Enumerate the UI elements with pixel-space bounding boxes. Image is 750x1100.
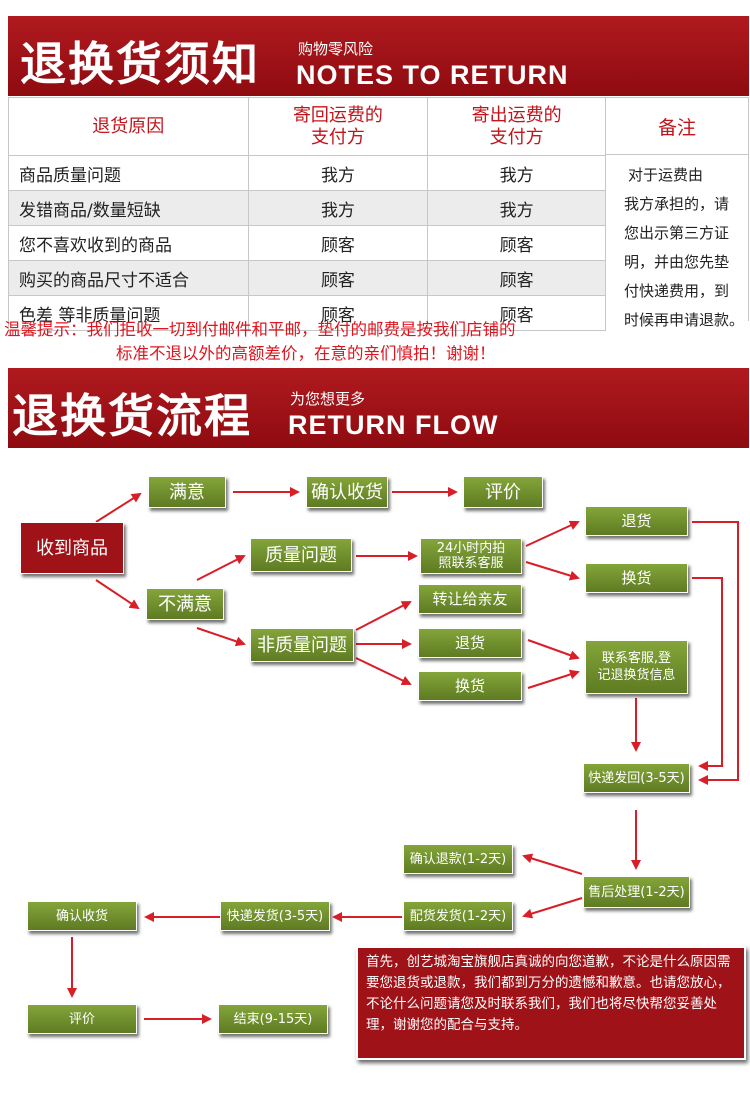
box-exchange-b: 换货 xyxy=(418,671,522,701)
box-review-bottom: 评价 xyxy=(27,1004,137,1034)
return-payer-cell: 顾客 xyxy=(247,260,429,296)
reason-cell: 发错商品/数量短缺 xyxy=(8,190,249,226)
box-confirm-receipt-top: 确认收货 xyxy=(306,476,388,508)
box-return-b: 退货 xyxy=(418,628,522,658)
box-satisfied: 满意 xyxy=(148,476,226,508)
ship-payer-cell: 我方 xyxy=(427,155,606,191)
arrow-photo-to-return xyxy=(525,520,580,547)
return-payer-cell: 我方 xyxy=(247,155,429,191)
box-express-back: 快递发回(3-5天) xyxy=(583,763,690,793)
remark-line: 我方承担的，请 xyxy=(624,195,730,213)
warm-tip: 温馨提示：我们拒收一切到付邮件和平邮，垫付的邮费是按我们店铺的 标准不退以外的高… xyxy=(4,318,746,366)
box-end: 结束(9-15天) xyxy=(218,1004,328,1034)
notes-table: 退货原因 寄回运费的 支付方 寄出运费的 支付方 商品质量问题我方我方发错商品/… xyxy=(8,97,606,331)
arrow-received-to-unsatisfied xyxy=(95,579,140,610)
box-confirm-receipt-bottom: 确认收货 xyxy=(27,901,137,931)
remark-line: 付快递费用，到 xyxy=(624,282,730,300)
reason-cell: 购买的商品尺寸不适合 xyxy=(8,260,249,296)
photo-24h-text: 24小时内拍 照联系客服 xyxy=(436,541,506,571)
reason-cell: 色差 等非质量问题 xyxy=(8,295,249,331)
arrow-unsatisfied-to-nonquality xyxy=(196,627,246,647)
box-express-ship: 快递发货(3-5天) xyxy=(220,901,330,931)
ship-payer-cell: 顾客 xyxy=(427,260,606,296)
header-text-2: 寄出运费的 支付方 xyxy=(471,104,562,148)
remark-text: 对于运费由我方承担的，请您出示第三方证明，并由您先垫付快递费用，到时候再申请退款… xyxy=(606,155,749,329)
arrow-photo-to-exchange xyxy=(525,561,580,581)
box-unsatisfied: 不满意 xyxy=(146,588,224,620)
remark-line: 您出示第三方证 xyxy=(624,224,730,242)
table-row: 您不喜欢收到的商品顾客顾客 xyxy=(8,225,606,261)
flow-banner-english: RETURN FLOW xyxy=(288,410,499,440)
ship-payer-cell: 我方 xyxy=(427,190,606,226)
ship-payer-cell: 顾客 xyxy=(427,225,606,261)
arrow-returnb-to-contact xyxy=(527,639,580,660)
table-row: 商品质量问题我方我方 xyxy=(8,155,606,191)
arrow-unsatisfied-to-quality xyxy=(196,555,246,581)
reason-cell: 商品质量问题 xyxy=(8,155,249,191)
box-contact-cs: 联系客服,登 记退换货信息 xyxy=(585,640,688,694)
ship-payer-cell: 顾客 xyxy=(427,295,606,331)
notes-banner-subtitle: 购物零风险 xyxy=(298,40,374,58)
flow-banner-title: 退换货流程 xyxy=(12,389,252,443)
contact-cs-text: 联系客服,登 记退换货信息 xyxy=(597,651,676,683)
box-exchange-a: 换货 xyxy=(585,563,688,593)
arrow-exchangeb-to-contact xyxy=(527,669,580,689)
box-received: 收到商品 xyxy=(20,522,124,574)
apology-note: 首先，创艺城淘宝旗舰店真诚的向您道歉，不论是什么原因需要您退货或退款，我们都到万… xyxy=(356,946,746,1060)
flow-banner: 退换货流程 为您想更多 RETURN FLOW xyxy=(8,368,749,448)
notes-banner: 退换货须知 购物零风险 NOTES TO RETURN xyxy=(8,16,749,96)
table-row: 购买的商品尺寸不适合顾客顾客 xyxy=(8,260,606,296)
header-remark: 备注 xyxy=(606,97,749,155)
box-after-sales: 售后处理(1-2天) xyxy=(583,876,690,908)
tip-line-2: 标准不退以外的高额差价，在意的亲们慎拍！谢谢！ xyxy=(116,344,496,363)
tip-line-1: 温馨提示：我们拒收一切到付邮件和平邮，垫付的邮费是按我们店铺的 xyxy=(4,320,516,339)
flow-banner-subtitle: 为您想更多 xyxy=(290,390,366,408)
arrow-aftersales-to-refund xyxy=(522,853,583,875)
box-refund-confirm: 确认退款(1-2天) xyxy=(403,844,513,874)
arrow-nonquality-to-exchangeb xyxy=(355,657,412,686)
remark-line: 时候再申请退款。 xyxy=(624,311,745,329)
header-ship-payer: 寄出运费的 支付方 xyxy=(427,97,606,156)
box-photo-24h: 24小时内拍 照联系客服 xyxy=(420,538,522,574)
header-return-payer: 寄回运费的 支付方 xyxy=(247,97,429,156)
return-payer-cell: 顾客 xyxy=(247,225,429,261)
table-row: 发错商品/数量短缺我方我方 xyxy=(8,190,606,226)
arrow-nonquality-to-transfer xyxy=(355,601,412,631)
box-quality-issue: 质量问题 xyxy=(250,538,352,572)
box-transfer: 转让给亲友 xyxy=(418,584,522,614)
box-non-quality: 非质量问题 xyxy=(250,628,354,662)
remark-line: 明，并由您先垫 xyxy=(624,253,730,271)
box-return-a: 退货 xyxy=(585,506,688,536)
flow-arrows xyxy=(67,487,739,1024)
box-reship: 配货发货(1-2天) xyxy=(403,901,513,931)
header-reason: 退货原因 xyxy=(8,97,249,156)
notes-banner-title: 退换货须知 xyxy=(20,37,260,91)
return-payer-cell: 我方 xyxy=(247,190,429,226)
arrow-exchangea-to-express xyxy=(692,577,723,771)
header-text-1: 寄回运费的 支付方 xyxy=(292,104,383,148)
header-text-0: 退货原因 xyxy=(92,115,165,137)
arrow-returna-to-express xyxy=(692,521,739,785)
notes-banner-english: NOTES TO RETURN xyxy=(296,60,569,90)
box-review-top: 评价 xyxy=(463,476,543,508)
arrow-received-to-satisfied xyxy=(95,492,142,523)
reason-cell: 您不喜欢收到的商品 xyxy=(8,225,249,261)
remark-line: 对于运费由 xyxy=(628,166,704,184)
arrow-aftersales-to-reship xyxy=(522,897,583,919)
table-row: 色差 等非质量问题顾客顾客 xyxy=(8,295,606,331)
